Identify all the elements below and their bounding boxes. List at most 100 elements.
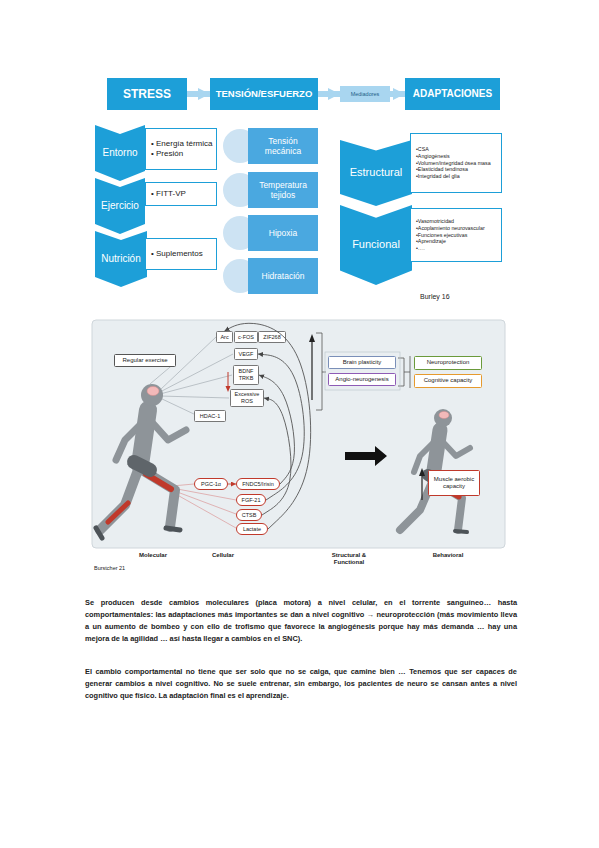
axis-label: Behavioral	[420, 552, 476, 559]
category-chevron: Ejercicio	[95, 178, 145, 234]
node-text: •Elasticidad tendinosa	[416, 166, 498, 173]
node-text: ZIF268	[263, 334, 280, 341]
leader-line	[160, 396, 229, 398]
header-box: TENSIÓN/ESFUERZO	[210, 78, 318, 110]
connector	[259, 375, 294, 484]
increase-arrow	[311, 340, 312, 400]
strain-box: Hipoxia	[248, 215, 318, 251]
node-text: •Integridad del glia	[416, 173, 498, 180]
node-text: TENSIÓN/ESFUERZO	[216, 88, 313, 99]
arrow-head	[419, 468, 425, 476]
body-paragraph: El cambio comportamental no tiene que se…	[85, 666, 517, 702]
outcome-box: Angio-neurogenesis	[328, 373, 396, 386]
node-text: BDNF	[239, 368, 254, 375]
node-text: Brain plasticity	[343, 359, 382, 366]
node-text: ADAPTACIONES	[413, 88, 492, 100]
node-text: • Energía térmica	[151, 139, 213, 149]
node-text: Angio-neurogenesis	[335, 376, 388, 383]
arrow-head	[309, 334, 315, 342]
node-text: Hipoxia	[269, 228, 297, 238]
runner-arm	[441, 440, 470, 456]
node-text: FNDC5/Irisin	[242, 481, 273, 488]
node-text: Arc	[220, 334, 228, 341]
node-text: Nutrición	[101, 253, 140, 265]
node-text: Mediadores	[351, 91, 380, 98]
chevron-fill	[340, 205, 412, 285]
label-box: Regular exercise	[114, 354, 176, 367]
node-text: PGC-1α	[201, 481, 221, 488]
bracket	[316, 333, 326, 410]
leader-line	[160, 398, 196, 415]
connector	[228, 484, 236, 485]
node-text: •Vasomotricidad	[416, 218, 498, 225]
node-text: Ejercicio	[101, 200, 139, 212]
leader-line	[172, 490, 236, 514]
outcome-box: Brain plasticity	[328, 356, 396, 369]
header-box: ADAPTACIONES	[405, 78, 500, 110]
node-text: • FITT-VP	[151, 189, 213, 199]
runner-shoe	[96, 528, 102, 538]
strain-box: Hidratación	[248, 258, 318, 294]
progression-arrow	[345, 446, 387, 466]
category-chevron: Entorno	[95, 125, 145, 181]
strain-box: Temperatura tejidos	[248, 172, 318, 208]
decrease-arrow	[228, 372, 229, 388]
node-text: TRKB	[239, 375, 254, 382]
bullet-box: •CSA•Angiogénesis•Volumen/integridad óse…	[410, 133, 502, 193]
runner-torso	[140, 410, 148, 465]
node-text: c-FOS	[238, 334, 254, 341]
gene-box: ZIF268	[258, 331, 286, 343]
bullet-box: • FITT-VP	[145, 182, 217, 206]
myokine-pill: Lactate	[236, 523, 268, 535]
node-text: Lactate	[243, 526, 261, 533]
node-text: •Angiogénesis	[416, 153, 498, 160]
runner-leg	[100, 470, 138, 530]
factor-box: HDAC-1	[194, 410, 226, 422]
axis-label: Molecular	[128, 552, 178, 559]
node-text: Regular exercise	[122, 357, 167, 364]
factor-box: Excessive ROS	[230, 389, 264, 407]
brain-symbol	[147, 387, 159, 396]
node-text: Neuroprotection	[427, 359, 470, 366]
source-label: Burley 16	[420, 293, 480, 301]
muscle-leader-lines	[172, 484, 236, 528]
node-text: Estructural	[350, 166, 403, 179]
axis-label: Structural & Functional	[318, 552, 380, 566]
outcome-box: Neuroprotection	[414, 356, 482, 370]
category-chevron: Funcional	[340, 205, 412, 285]
brain-symbol	[439, 411, 449, 418]
node-text: • Suplementos	[151, 249, 213, 259]
connector	[390, 91, 405, 97]
body-paragraph: Se producen desde cambios moleculares (p…	[85, 597, 517, 645]
leader-line	[160, 375, 232, 394]
node-text: •Aprendizaje	[416, 238, 498, 245]
node-text: CTSB	[242, 512, 257, 519]
node-text: Cognitive capacity	[424, 377, 473, 384]
outcome-box: Cognitive capacity	[414, 374, 482, 388]
bullet-box: • Energía térmica• Presión	[145, 128, 217, 170]
node-text: VEGF	[239, 351, 254, 358]
node-text: •Funciones ejecutivas	[416, 232, 498, 239]
group-outline	[325, 352, 400, 390]
myokine-pill: FNDC5/Irisin	[236, 478, 280, 490]
node-text: Tensión mecánica	[251, 136, 315, 156]
node-text: Entorno	[102, 147, 137, 159]
runner-head	[434, 409, 452, 427]
node-text: •….	[416, 245, 498, 252]
node-text: FGF-21	[242, 497, 261, 504]
connector	[262, 398, 291, 515]
node-text: • Presión	[151, 149, 213, 159]
chevron-fill	[95, 125, 145, 181]
figure-panel	[92, 320, 505, 548]
connector	[318, 91, 340, 97]
axis-label: Cellular	[198, 552, 248, 559]
node-text: HDAC-1	[200, 413, 220, 420]
myokine-pill: PGC-1α	[194, 478, 228, 490]
runner-left	[96, 410, 186, 538]
increase-arrow	[421, 474, 422, 500]
connector	[187, 91, 210, 97]
myokine-pill: CTSB	[236, 509, 262, 521]
chevron-fill	[95, 231, 147, 287]
